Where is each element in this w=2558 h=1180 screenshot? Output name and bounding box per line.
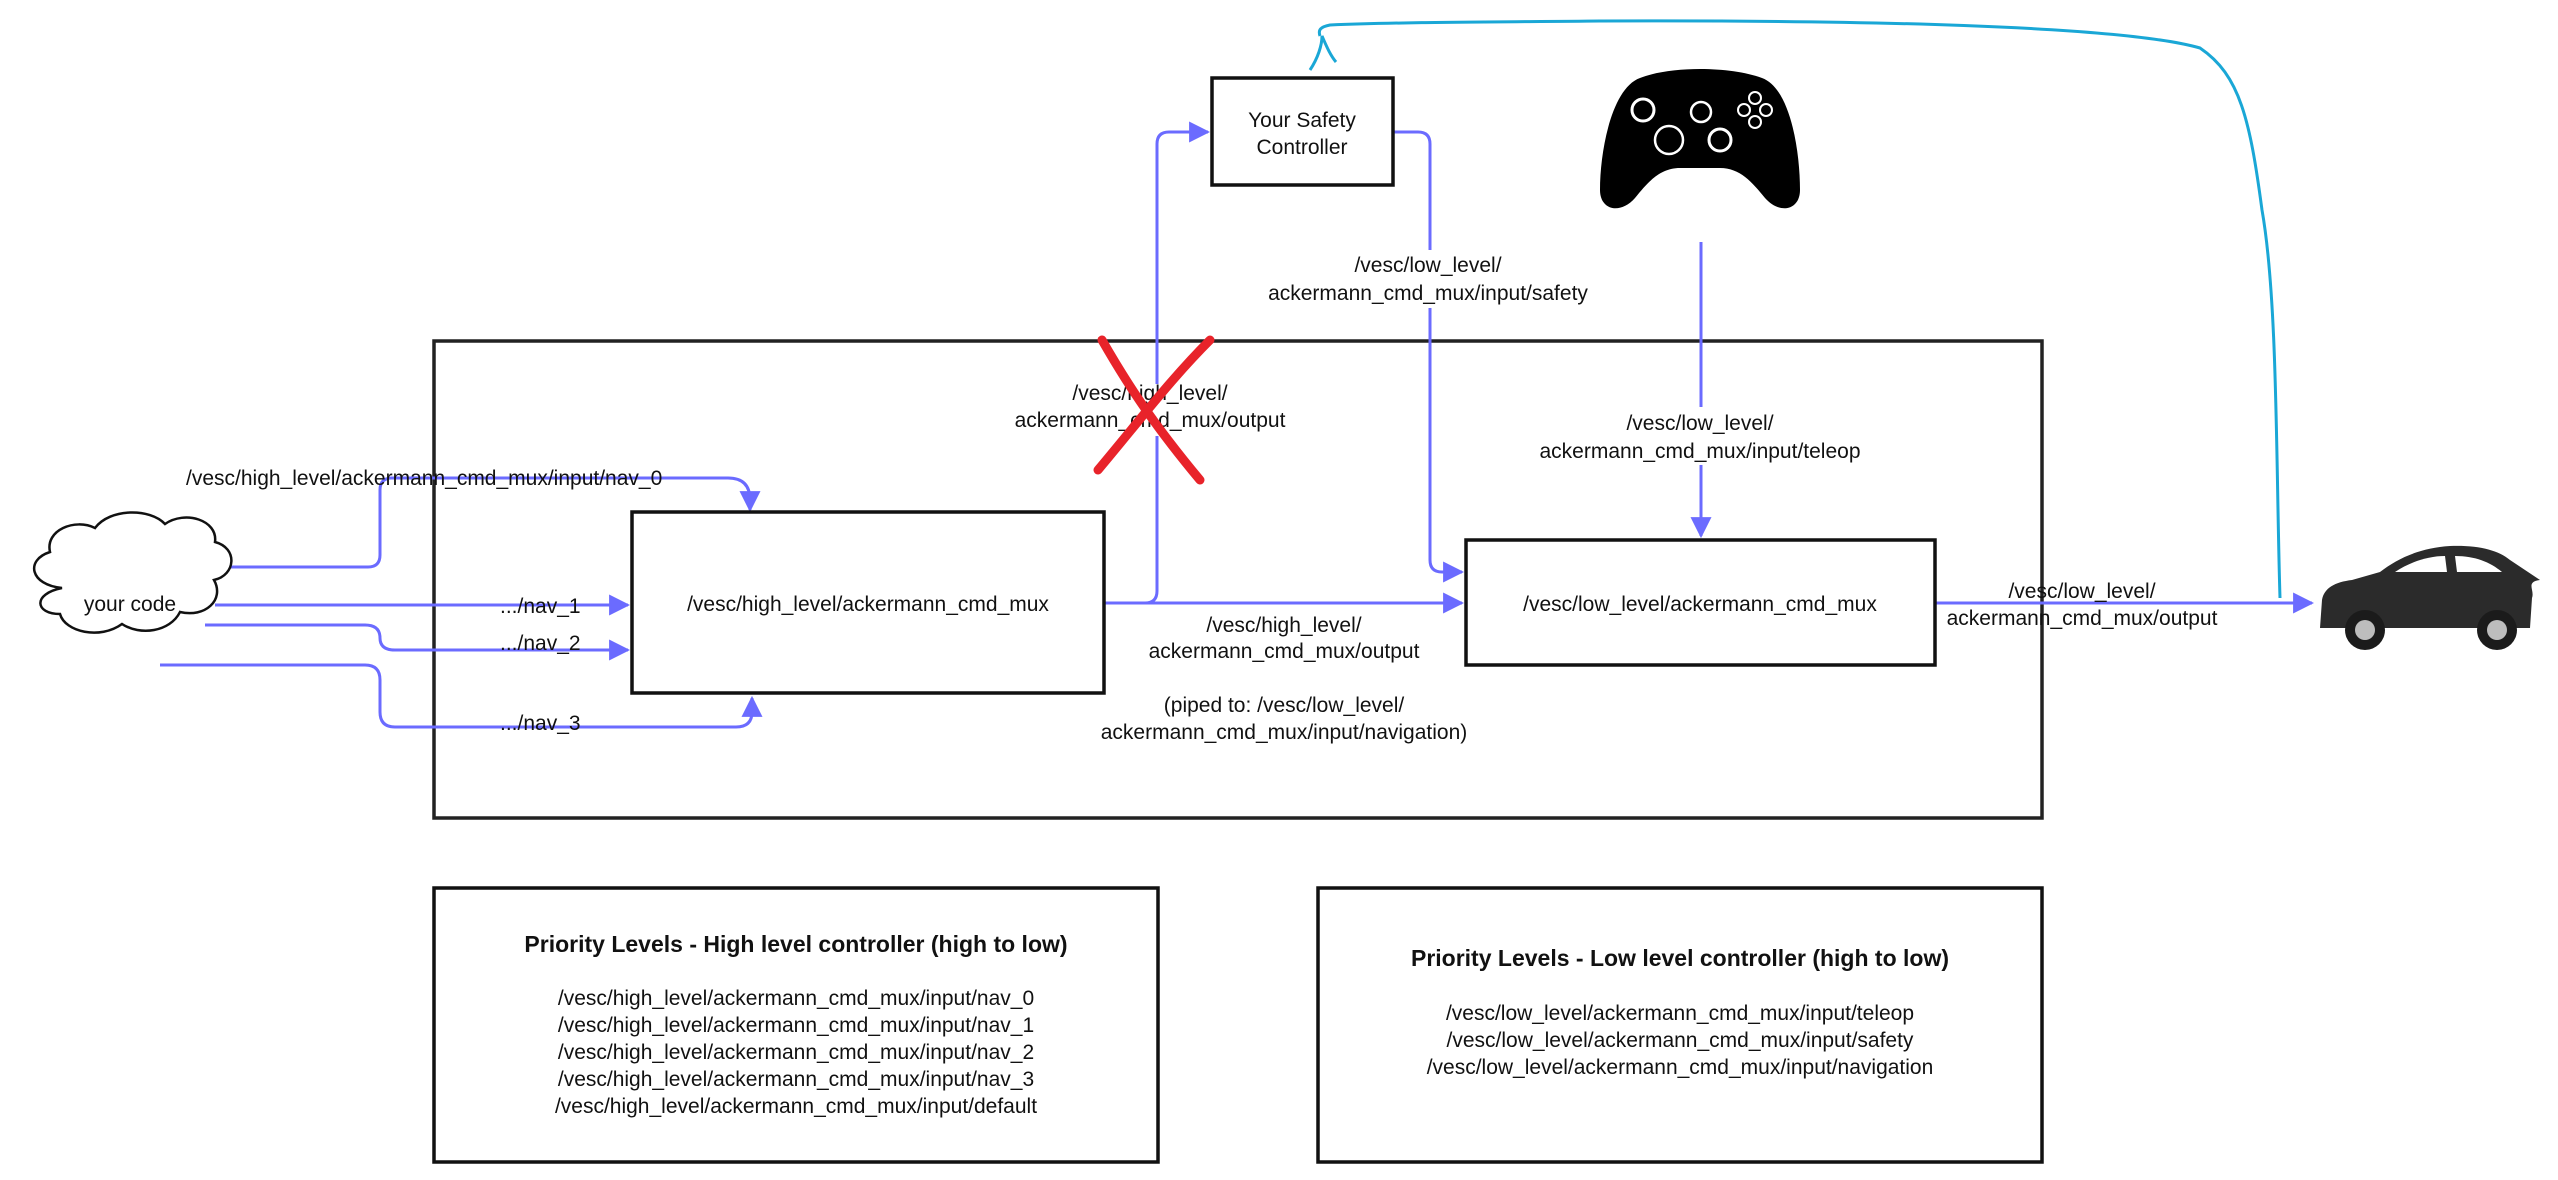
svg-text:/vesc/low_level/: /vesc/low_level/ xyxy=(1626,412,1773,435)
edge-label-nav1: .../nav_1 xyxy=(500,595,581,618)
svg-text:ackermann_cmd_mux/output: ackermann_cmd_mux/output xyxy=(1947,607,2218,630)
safety-controller-line2: Controller xyxy=(1256,136,1347,159)
priority-high-item: /vesc/high_level/ackermann_cmd_mux/input… xyxy=(558,1068,1034,1091)
your-code-label: your code xyxy=(84,593,176,616)
edge-safety-to-low xyxy=(1390,130,1465,583)
svg-text:ackermann_cmd_mux/output: ackermann_cmd_mux/output xyxy=(1149,640,1420,663)
edge-label-teleop-input: /vesc/low_level/ ackermann_cmd_mux/input… xyxy=(1515,407,1885,465)
edge-nav3 xyxy=(160,663,763,729)
svg-text:/vesc/low_level/: /vesc/low_level/ xyxy=(2008,580,2155,603)
edge-high-to-safety xyxy=(1104,121,1211,605)
priority-low-panel: Priority Levels - Low level controller (… xyxy=(1316,886,2044,1164)
priority-low-item: /vesc/low_level/ackermann_cmd_mux/input/… xyxy=(1446,1002,1914,1025)
feedback-line xyxy=(1308,19,2282,599)
safety-controller-box xyxy=(1210,76,1395,187)
edge-label-nav3: .../nav_3 xyxy=(500,712,581,735)
svg-text:ackermann_cmd_mux/input/naviga: ackermann_cmd_mux/input/navigation) xyxy=(1101,721,1468,744)
gamepad-icon xyxy=(1600,69,1800,209)
high-level-mux-label: /vesc/high_level/ackermann_cmd_mux xyxy=(687,593,1049,616)
edge-label-safety-input: /vesc/low_level/ ackermann_cmd_mux/input… xyxy=(1240,250,1625,308)
priority-high-item: /vesc/high_level/ackermann_cmd_mux/input… xyxy=(558,987,1034,1010)
priority-high-panel: Priority Levels - High level controller … xyxy=(432,886,1160,1164)
priority-high-title: Priority Levels - High level controller … xyxy=(524,931,1067,957)
svg-text:/vesc/high_level/: /vesc/high_level/ xyxy=(1072,382,1227,405)
svg-text:/vesc/low_level/: /vesc/low_level/ xyxy=(1354,254,1501,277)
low-level-mux-box xyxy=(1464,538,1937,667)
edge-label-high-output: /vesc/high_level/ ackermann_cmd_mux/outp… xyxy=(1149,614,1420,663)
edge-label-nav2: .../nav_2 xyxy=(500,632,581,655)
priority-low-item: /vesc/low_level/ackermann_cmd_mux/input/… xyxy=(1447,1029,1914,1052)
priority-high-item: /vesc/high_level/ackermann_cmd_mux/input… xyxy=(555,1095,1037,1118)
priority-high-item: /vesc/high_level/ackermann_cmd_mux/input… xyxy=(558,1014,1034,1037)
your-code-cloud: your code xyxy=(32,511,233,634)
svg-text:ackermann_cmd_mux/input/safety: ackermann_cmd_mux/input/safety xyxy=(1268,282,1588,305)
edge-nav0 xyxy=(215,476,761,569)
low-level-mux-label: /vesc/low_level/ackermann_cmd_mux xyxy=(1523,593,1877,616)
edge-nav2 xyxy=(205,623,631,661)
red-x-mark xyxy=(1093,335,1215,485)
svg-text:/vesc/high_level/: /vesc/high_level/ xyxy=(1206,614,1361,637)
svg-text:(piped to: /vesc/low_level/: (piped to: /vesc/low_level/ xyxy=(1164,694,1405,717)
priority-low-item: /vesc/low_level/ackermann_cmd_mux/input/… xyxy=(1427,1056,1934,1079)
edge-label-nav0: /vesc/high_level/ackermann_cmd_mux/input… xyxy=(186,467,662,490)
svg-text:ackermann_cmd_mux/input/teleop: ackermann_cmd_mux/input/teleop xyxy=(1539,440,1860,463)
edge-label-low-output: /vesc/low_level/ ackermann_cmd_mux/outpu… xyxy=(1947,580,2218,630)
priority-high-item: /vesc/high_level/ackermann_cmd_mux/input… xyxy=(558,1041,1034,1064)
car-icon xyxy=(2320,545,2540,650)
priority-low-title: Priority Levels - Low level controller (… xyxy=(1411,945,1949,971)
edge-label-piped: (piped to: /vesc/low_level/ ackermann_cm… xyxy=(1101,694,1468,744)
high-level-mux-box xyxy=(630,510,1106,695)
safety-controller-line1: Your Safety xyxy=(1248,109,1356,132)
system-frame xyxy=(432,339,2044,820)
